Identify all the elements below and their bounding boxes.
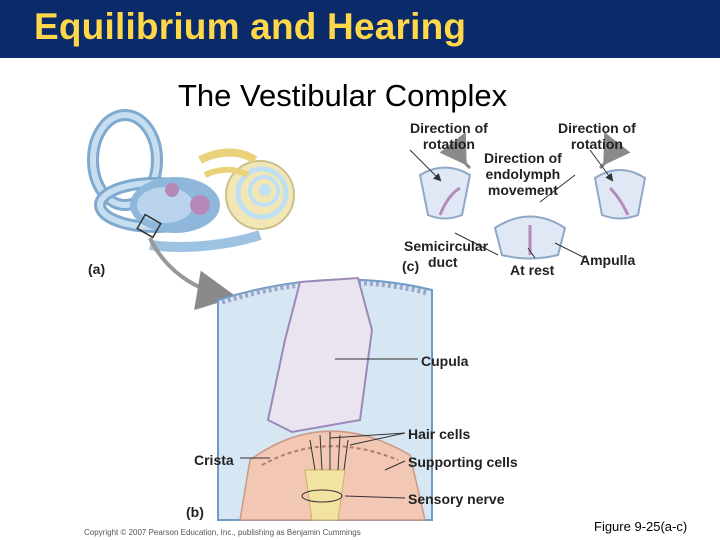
label-endolymph-movement: Direction of endolymph movement [484,150,562,198]
label-line: Direction of [484,150,562,166]
inner-ear-illustration [87,109,295,311]
label-line: movement [487,182,558,198]
label-panel-b: (b) [186,504,204,520]
label-ampulla: Ampulla [580,252,636,268]
label-at-rest: At rest [510,262,555,278]
figure-label: Figure 9-25(a-c) [594,519,688,534]
label-line: duct [428,254,458,270]
copyright-notice: Copyright © 2007 Pearson Education, Inc.… [84,528,361,537]
label-line: Semicircular [404,238,489,254]
label-direction-rotation-right: Direction of rotation [558,120,636,152]
label-semicircular-duct: Semicircular duct [404,238,488,270]
label-line: rotation [570,136,623,152]
label-crista: Crista [194,452,234,468]
crista-cross-section [217,276,433,521]
label-panel-a: (a) [88,261,106,277]
leader-lines [240,149,614,499]
label-line: Direction of [558,120,636,136]
ampulla-views [418,131,647,260]
label-line: Direction of [410,120,488,136]
label-line: endolymph [485,166,561,182]
slide-subtitle: The Vestibular Complex [178,78,508,113]
label-line: rotation [422,136,475,152]
label-direction-rotation-left: Direction of rotation [410,120,488,152]
label-sensory-nerve: Sensory nerve [408,491,505,507]
header-title: Equilibrium and Hearing [34,6,467,47]
label-hair-cells: Hair cells [408,426,471,442]
label-supporting-cells: Supporting cells [408,454,518,470]
label-cupula: Cupula [421,353,469,369]
label-panel-c: (c) [402,258,420,274]
header-bar: Equilibrium and Hearing [0,0,720,58]
